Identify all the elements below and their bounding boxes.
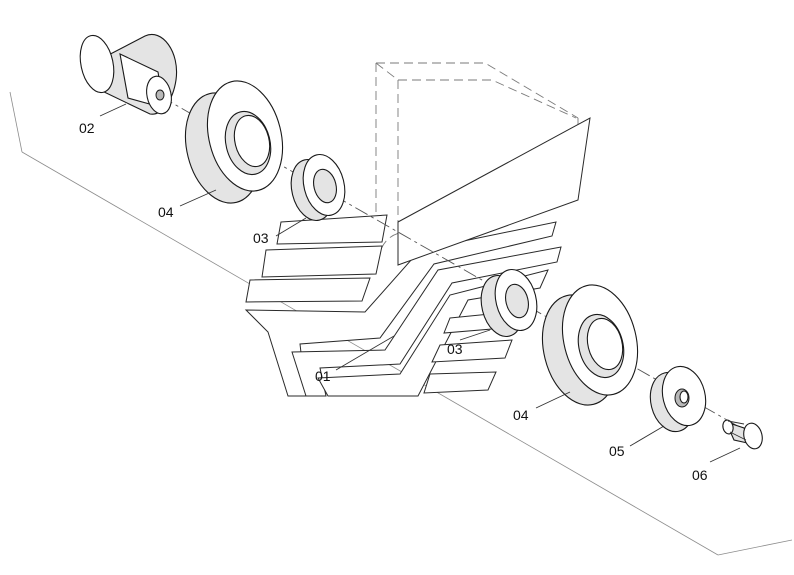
bushing-part-03-lower xyxy=(480,268,538,338)
washer-part-05 xyxy=(649,365,707,433)
bearing-ring-part-04-lower xyxy=(541,284,639,406)
callout-06-label: 06 xyxy=(692,467,708,483)
callout-04-upper-label: 04 xyxy=(158,204,174,220)
screw-part-06 xyxy=(722,419,763,450)
callout-03-lower-label: 03 xyxy=(447,341,463,357)
base-outline xyxy=(9,91,793,556)
bushing-part-03-upper xyxy=(290,153,346,222)
watermark-logo xyxy=(244,117,591,397)
flanged-pin-part-02 xyxy=(79,33,178,115)
callout-02-label: 02 xyxy=(79,120,95,136)
callout-04-lower-label: 04 xyxy=(513,407,529,423)
bearing-ring-part-04-upper xyxy=(184,80,284,204)
callout-labels: 02 04 03 01 03 04 05 06 xyxy=(79,120,708,483)
callout-03-upper-label: 03 xyxy=(253,230,269,246)
callout-05-label: 05 xyxy=(609,443,625,459)
leader-lines xyxy=(99,103,741,463)
callout-01-label: 01 xyxy=(315,368,331,384)
